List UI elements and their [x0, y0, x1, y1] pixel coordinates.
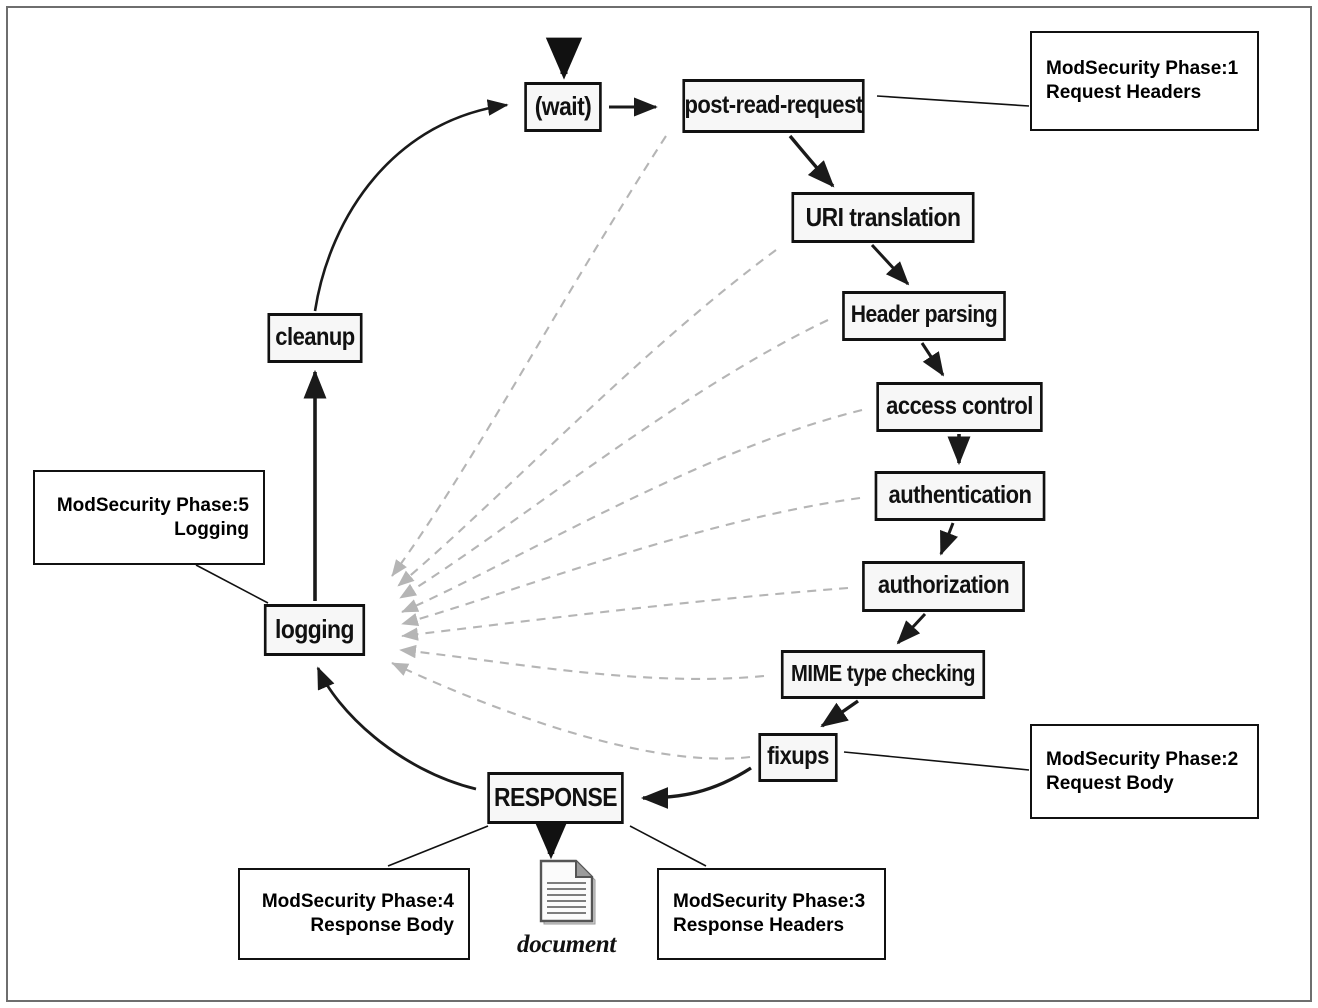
edge-response-logging [316, 666, 477, 791]
node-wait-label: (wait) [534, 91, 592, 121]
edge-postread-logging [391, 135, 667, 577]
leader-phase5-logging [195, 564, 269, 604]
edge-headerparse-logging [399, 319, 829, 599]
callout-phase-4-line-2: Response Body [310, 915, 454, 936]
callout-modsecurity-phase-5: ModSecurity Phase:5 Logging [33, 470, 265, 565]
callout-modsecurity-phase-4: ModSecurity Phase:4 Response Body [238, 868, 470, 960]
edge-authz-mime [896, 612, 927, 645]
node-cleanup-label: cleanup [275, 322, 355, 351]
node-authentication-label: authentication [888, 480, 1032, 509]
node-response[interactable]: RESPONSE [487, 772, 624, 824]
node-fixups-label: fixups [767, 742, 829, 770]
edge-fixups-response [640, 766, 752, 809]
logging-dashed-edges [391, 135, 863, 760]
node-authorization[interactable]: authorization [862, 561, 1025, 612]
edge-mime-logging [399, 644, 765, 680]
edge-uritrans-headerparse [870, 243, 910, 286]
node-cleanup[interactable]: cleanup [267, 313, 363, 363]
leader-phase4-response [387, 825, 489, 867]
edge-uritrans-logging [397, 249, 777, 587]
callout-phase-5-line-1: ModSecurity Phase:5 [56, 494, 249, 516]
edge-authn-logging [401, 496, 861, 627]
node-header-parsing[interactable]: Header parsing [842, 291, 1006, 341]
node-response-label: RESPONSE [494, 782, 617, 812]
node-mime-type-checking-label: MIME type checking [791, 660, 975, 686]
leader-phase1-postread [876, 95, 1030, 107]
edge-authn-authz [939, 522, 958, 556]
node-uri-translation-label: URI translation [805, 201, 961, 232]
callout-phase-2-line-1: ModSecurity Phase:2 [1046, 748, 1239, 770]
node-uri-translation[interactable]: URI translation [791, 192, 975, 243]
node-logging[interactable]: logging [263, 604, 366, 656]
node-authorization-label: authorization [877, 571, 1010, 599]
document-icon [539, 859, 595, 925]
callout-modsecurity-phase-2: ModSecurity Phase:2 Request Body [1030, 724, 1259, 819]
edge-fixups-logging [391, 662, 751, 760]
node-access-control-label: access control [886, 391, 1033, 420]
node-post-read-request[interactable]: post-read-request [682, 79, 865, 133]
document-output: document [517, 855, 616, 959]
callout-phase-3-line-1: ModSecurity Phase:3 [673, 891, 866, 913]
callout-modsecurity-phase-3: ModSecurity Phase:3 Response Headers [657, 868, 886, 960]
leader-phase3-response [629, 825, 707, 867]
edge-cleanup-wait [313, 99, 509, 312]
edge-headerparse-accessctl [920, 342, 945, 377]
node-header-parsing-label: Header parsing [850, 301, 998, 328]
flow-edges [303, 37, 971, 860]
node-logging-label: logging [275, 614, 354, 644]
node-mime-type-checking[interactable]: MIME type checking [780, 650, 986, 699]
edge-accessctl-logging [401, 408, 863, 613]
edge-mime-fixups [820, 699, 859, 728]
callout-modsecurity-phase-1: ModSecurity Phase:1 Request Headers [1030, 31, 1259, 131]
callout-phase-3-line-2: Response Headers [673, 915, 845, 936]
callout-leader-lines [195, 95, 1030, 867]
node-access-control[interactable]: access control [876, 382, 1043, 432]
document-icon-label: document [517, 931, 616, 958]
callout-phase-2-line-2: Request Body [1046, 772, 1174, 794]
node-fixups[interactable]: fixups [758, 733, 838, 782]
leader-phase2-fixups [843, 751, 1030, 771]
callout-phase-1-line-1: ModSecurity Phase:1 [1046, 58, 1239, 80]
callout-phase-5-line-2: Logging [174, 518, 249, 540]
edge-postread-uritrans [788, 134, 835, 188]
node-wait[interactable]: (wait) [524, 82, 602, 132]
node-post-read-request-label: post-read-request [684, 90, 863, 119]
edge-authz-logging [401, 586, 849, 641]
node-authentication[interactable]: authentication [874, 471, 1046, 521]
callout-phase-1-line-2: Request Headers [1046, 82, 1202, 103]
callout-phase-4-line-1: ModSecurity Phase:4 [261, 891, 454, 913]
